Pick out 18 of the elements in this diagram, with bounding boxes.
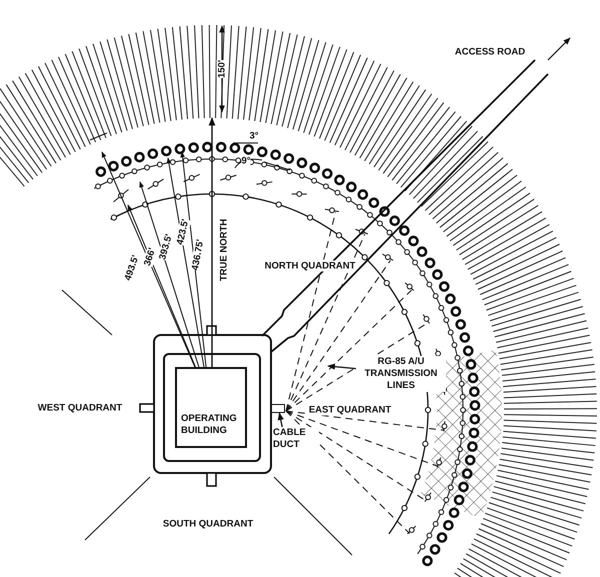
direction-label: TRUE NORTH xyxy=(218,218,230,282)
node-label: CABLE DUCT xyxy=(273,427,306,450)
callout-text: RG-85 A/U TRANSMISSION LINES xyxy=(356,356,446,392)
angle-label: 3° xyxy=(249,130,259,142)
building-box xyxy=(175,367,247,448)
road-label: ACCESS ROAD xyxy=(454,46,526,58)
leader-line xyxy=(327,364,356,370)
dimension-label: 150' xyxy=(216,60,228,78)
building-label: OPERATING BUILDING xyxy=(181,413,238,437)
quadrant-label: EAST QUADRANT xyxy=(308,404,392,416)
cable-duct xyxy=(271,404,285,413)
dimension-label: 423.5' xyxy=(174,218,192,246)
quadrant-label: WEST QUADRANT xyxy=(38,402,122,414)
angle-label: 9° xyxy=(241,156,251,166)
quadrant-label: NORTH QUADRANT xyxy=(264,260,356,272)
node-label: RG-85 A/U TRANSMISSION LINES xyxy=(364,356,438,391)
quadrant-label: SOUTH QUADRANT xyxy=(162,518,254,530)
leader-line xyxy=(278,412,284,428)
